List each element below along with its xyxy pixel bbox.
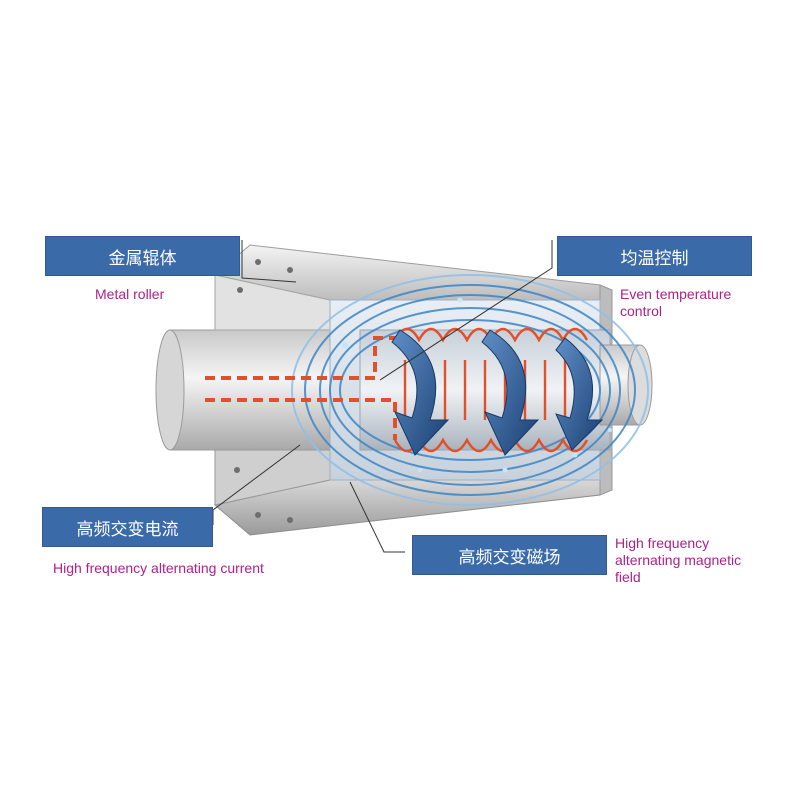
metal-roller-label-en: Metal roller xyxy=(95,286,165,302)
hf-magnetic-label-zh: 高频交变磁场 xyxy=(458,547,561,568)
leader-lines xyxy=(212,240,553,553)
even-temperature-label-box: 均温控制 xyxy=(557,236,752,276)
hf-current-label-zh: 高频交变电流 xyxy=(76,519,179,540)
hf-magnetic-label-en-line1: High frequency xyxy=(615,535,710,551)
even-temperature-label-en-line2: control xyxy=(620,303,663,319)
current-lines xyxy=(205,336,405,440)
even-temperature-label-zh: 均温控制 xyxy=(620,248,689,269)
shaft-left-end xyxy=(155,329,185,451)
bolts xyxy=(234,259,293,523)
magnetic-field-lines xyxy=(291,274,649,506)
even-temperature-label-en-line1: Even temperature xyxy=(620,286,732,302)
metal-roller-label-zh: 金属辊体 xyxy=(108,248,177,269)
hf-magnetic-label-en-line3: field xyxy=(615,569,641,585)
metal-roller-label-box: 金属辊体 xyxy=(45,236,240,276)
hf-magnetic-label-box: 高频交变磁场 xyxy=(412,535,607,575)
sparkles xyxy=(342,297,612,473)
hf-current-label-en: High frequency alternating current xyxy=(53,560,264,576)
hf-current-label-box: 高频交变电流 xyxy=(42,507,213,547)
hf-magnetic-label-en-line2: alternating magnetic xyxy=(615,552,742,568)
rotation-arrows xyxy=(391,329,604,456)
